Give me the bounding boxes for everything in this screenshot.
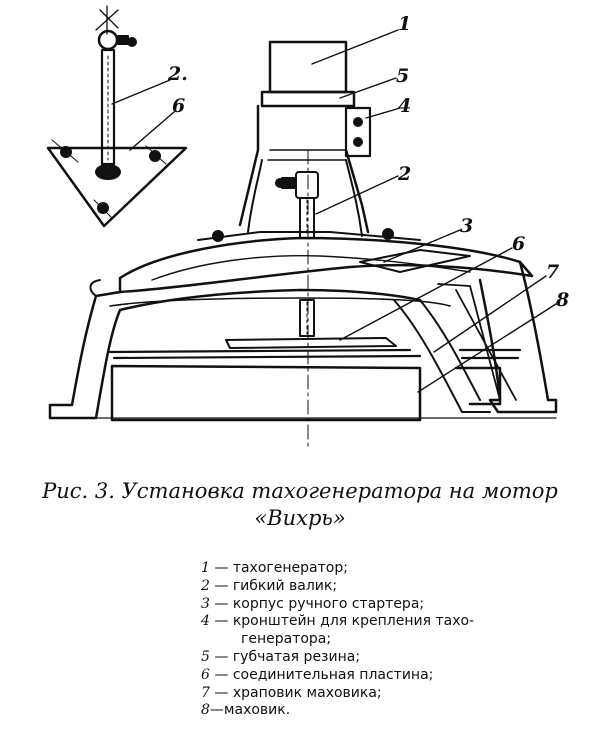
starter-housing-top — [238, 104, 370, 234]
inset-callout-6: 6 — [172, 95, 185, 117]
callout-7: 7 — [546, 261, 559, 283]
legend-number: 7 — [201, 684, 210, 701]
connecting-plate — [225, 337, 397, 349]
legend-number: 3 — [201, 595, 210, 612]
legend-text-continued: генератора; — [241, 631, 332, 648]
callout-6: 6 — [512, 233, 525, 255]
legend-number: 1 — [201, 560, 210, 576]
legend-item: 5 — губчатая резина; — [201, 649, 591, 667]
callout-1: 1 — [398, 13, 411, 35]
flywheel-ratchet — [108, 348, 522, 360]
legend-list: 1 — тахогенератор; 2 — гибкий валик; 3 —… — [201, 560, 591, 720]
legend-item: 6 — соединительная пластина; — [201, 667, 591, 685]
legend-item: 3 — корпус ручного стартера; — [201, 596, 591, 614]
frame-right — [478, 260, 558, 414]
callout-3: 3 — [460, 215, 473, 237]
callout-2: 2 — [397, 163, 411, 185]
legend-number: 8 — [201, 702, 210, 719]
bracket — [344, 106, 372, 158]
legend-text: — губчатая резина; — [209, 648, 361, 665]
manual-starter-housing — [118, 236, 534, 294]
inset-plate-assembly — [46, 5, 188, 228]
tachogenerator-installation-drawing: 1 5 4 2 3 6 7 8 2. 6 — [46, 5, 569, 451]
legend-item: 8—маховик. — [201, 702, 591, 720]
caption-line-2: «Вихрь» — [254, 506, 346, 530]
legend-text: — кронштейн для крепления тахо- — [209, 613, 475, 630]
main-assembly — [48, 29, 558, 451]
caption-line-1: Рис. 3. Установка тахогенератора на мото… — [42, 479, 558, 503]
flywheel — [110, 364, 502, 422]
legend-number: 5 — [201, 648, 210, 665]
frame-left — [48, 288, 422, 420]
figure-caption: Рис. 3. Установка тахогенератора на мото… — [0, 478, 600, 532]
legend-number: 6 — [201, 666, 210, 683]
legend-item: 4 — кронштейн для крепления тахо-генерат… — [201, 613, 591, 649]
inset-callout-2: 2. — [167, 63, 188, 85]
legend-text: — соединительная пластина; — [209, 666, 434, 683]
legend-text: — храповик маховика; — [209, 684, 382, 701]
sponge-rubber — [260, 90, 356, 108]
legend-item: 1 — тахогенератор; — [201, 560, 591, 578]
legend-number: 4 — [201, 613, 210, 630]
legend-text: — тахогенератор; — [209, 560, 348, 576]
callout-8: 8 — [555, 289, 569, 311]
legend-item: 2 — гибкий валик; — [201, 578, 591, 596]
callout-5: 5 — [396, 65, 409, 87]
legend-text: —маховик. — [209, 702, 291, 719]
inset-bolt — [97, 202, 109, 214]
tachogenerator — [268, 40, 348, 94]
legend-text: — корпус ручного стартера; — [209, 595, 425, 612]
inset-triangular-plate — [46, 146, 188, 228]
callout-4: 4 — [398, 95, 411, 117]
inset-bolt — [149, 150, 161, 162]
legend-item: 7 — храповик маховика; — [201, 685, 591, 703]
legend-number: 2 — [201, 577, 210, 594]
legend-text: — гибкий валик; — [209, 577, 338, 594]
inset-clamp — [97, 29, 119, 51]
